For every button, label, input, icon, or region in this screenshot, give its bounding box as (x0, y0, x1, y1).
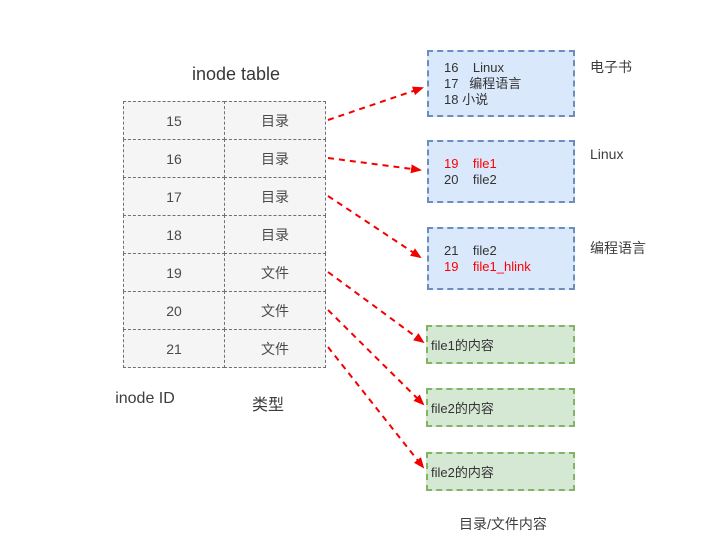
dir-entry: 19 file1 (444, 155, 497, 171)
inode-id-column-label: inode ID (115, 390, 175, 407)
inode-id-cell: 16 (123, 139, 225, 178)
file-content-box-file1: file1的内容 (426, 325, 575, 364)
dir-entry: 19 file1_hlink (444, 258, 531, 274)
pointer-arrow (327, 309, 425, 406)
inode-type-cell: 目录 (224, 139, 326, 178)
pointer-arrow (327, 271, 425, 344)
file-content-box-file2: file2的内容 (426, 388, 575, 427)
inode-id-cell: 19 (123, 253, 225, 292)
type-column-label: 类型 (251, 397, 284, 414)
dir-entry: 21 file2 (444, 242, 497, 258)
bottom-caption: 目录/文件内容 (459, 516, 547, 532)
inode-id-cell: 21 (123, 329, 225, 368)
dir-entry: 16 Linux (444, 59, 504, 75)
inode-id-cell: 17 (123, 177, 225, 216)
inode-id-cell: 18 (123, 215, 225, 254)
inode-type-cell: 目录 (224, 101, 326, 140)
inode-type-cell: 文件 (224, 329, 326, 368)
pointer-arrow (327, 195, 422, 259)
file-content-box-file2-dup: file2的内容 (426, 452, 575, 491)
inode-type-cell: 文件 (224, 253, 326, 292)
inode-type-cell: 文件 (224, 291, 326, 330)
inode-type-cell: 目录 (224, 177, 326, 216)
pointer-arrow (327, 86, 424, 121)
dir-box-label-linux: Linux (590, 146, 624, 162)
pointer-arrow (327, 157, 422, 174)
pointer-arrow (327, 346, 425, 469)
dir-entry: 20 file2 (444, 171, 497, 187)
dir-box-label-ebooks: 电子书 (590, 59, 632, 75)
inode-type-cell: 目录 (224, 215, 326, 254)
inode-id-cell: 15 (123, 101, 225, 140)
inode-id-cell: 20 (123, 291, 225, 330)
dir-entry: 18 小说 (444, 91, 489, 107)
dir-box-label-programming: 编程语言 (590, 240, 646, 256)
diagram-title: inode table (191, 64, 281, 84)
dir-entry: 17 编程语言 (444, 75, 522, 91)
